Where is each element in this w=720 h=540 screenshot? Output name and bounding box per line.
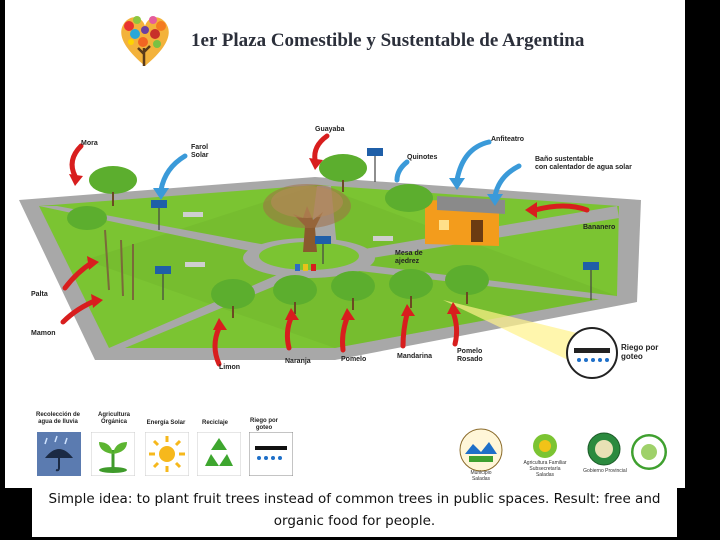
- label-bananero: Bananero: [583, 224, 616, 231]
- icon-label-rain: Recolección de agua de lluvia: [35, 412, 80, 425]
- agricultura-caption: Agricultura Familiar Subsecretaría Salad…: [523, 460, 567, 478]
- label-pomelo: Pomelo: [341, 356, 367, 363]
- gobierno-provincial-seal-icon: [587, 432, 621, 466]
- label-limon: Limon: [219, 364, 240, 371]
- provincial-seal-icon: [631, 434, 667, 470]
- label-mora: Mora: [81, 140, 98, 147]
- sun-icon: [145, 432, 189, 476]
- label-quinotes: Quinotes: [407, 154, 438, 161]
- label-farol-solar: Farol Solar: [191, 144, 209, 159]
- label-anfiteatro: Anfiteatro: [491, 136, 525, 143]
- heart-tree-logo: [121, 16, 169, 66]
- agricultura-logo-icon: [533, 434, 557, 458]
- icon-label-recycle: Reciclaje: [201, 420, 229, 426]
- label-guayaba: Guayaba: [315, 126, 345, 133]
- municipio-logo-icon: [459, 428, 503, 472]
- label-pomelo-rosado: Pomelo Rosado: [457, 348, 483, 363]
- municipio-caption: Municipio Saladas: [470, 470, 492, 482]
- recycle-icon: [197, 432, 241, 476]
- icon-label-organic: Agricultura Orgánica: [97, 412, 130, 425]
- sprout-icon: [91, 432, 135, 476]
- rain-umbrella-icon: [37, 432, 81, 476]
- page-title: 1er Plaza Comestible y Sustentable de Ar…: [191, 30, 585, 51]
- label-mesa-ajedrez: Mesa de ajedrez: [395, 250, 423, 265]
- label-palta: Palta: [31, 291, 48, 298]
- gobierno-caption: Gobierno Provincial: [583, 468, 627, 474]
- label-riego-goteo: Riego por goteo: [621, 343, 659, 361]
- label-bano-sustentable: Baño sustentable con calentador de agua …: [535, 156, 632, 171]
- label-mandarina: Mandarina: [397, 353, 433, 360]
- caption-box: Simple idea: to plant fruit trees instea…: [32, 485, 677, 537]
- label-mamon: Mamon: [31, 330, 56, 337]
- label-naranja: Naranja: [285, 358, 311, 365]
- icon-label-drip: Riego por goteo: [250, 418, 278, 431]
- plaza-illustration: [19, 133, 641, 372]
- drip-irrigation-icon: [249, 432, 293, 476]
- drip-irrigation-badge: [566, 327, 618, 379]
- infographic-canvas: 1er Plaza Comestible y Sustentable de Ar…: [5, 0, 685, 488]
- caption-text: Simple idea: to plant fruit trees instea…: [48, 491, 661, 529]
- icon-label-solar: Energía Solar: [146, 420, 186, 426]
